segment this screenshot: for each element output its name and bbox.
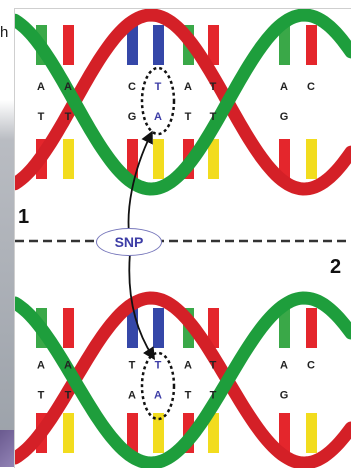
base-letter-bottom: T	[38, 390, 45, 402]
base-letter-bottom: A	[154, 111, 162, 123]
base-letter-bottom: T	[65, 390, 72, 402]
base-letter-bottom: A	[128, 390, 136, 402]
base-top-bar	[306, 308, 317, 348]
base-letter-top: A	[280, 360, 288, 372]
base-letter-bottom: T	[185, 390, 192, 402]
strand-label-1: 1	[18, 206, 30, 228]
base-top-bar	[208, 25, 219, 65]
base-top-bar	[63, 308, 74, 348]
snp-arrow-down	[128, 252, 156, 361]
strand-label-2: 2	[330, 256, 342, 278]
base-top-bar	[127, 308, 138, 348]
base-top-bar	[306, 25, 317, 65]
base-bottom-bar	[306, 139, 317, 179]
base-letter-bottom: T	[185, 111, 192, 123]
base-top-bar	[279, 308, 290, 348]
base-letter-top: A	[280, 81, 288, 93]
dna-diagram-panel: A A C T A T A C T T G A T T G A A T T A T A C T T A A T T G	[14, 8, 351, 468]
base-letter-top: C	[307, 360, 315, 372]
top-dna-helix: A A C T A T A C T T G A T T G	[15, 9, 351, 196]
page-title-fragment: h	[0, 24, 9, 41]
base-top-bar	[153, 308, 164, 348]
snp-highlight-top	[140, 66, 176, 136]
base-letter-top: A	[64, 360, 72, 372]
base-letter-top: C	[307, 81, 315, 93]
base-bottom-bar	[63, 413, 74, 453]
base-letter-top: T	[210, 360, 217, 372]
base-bottom-bar	[127, 413, 138, 453]
base-letter-bottom: A	[154, 390, 162, 402]
base-letter-bottom: T	[38, 111, 45, 123]
base-top-bar	[153, 25, 164, 65]
base-letter-top: A	[37, 81, 45, 93]
base-letter-top: C	[128, 81, 136, 93]
base-letter-top: T	[129, 360, 136, 372]
snp-label-badge: SNP	[96, 228, 162, 256]
base-bottom-bar	[153, 139, 164, 179]
base-bottom-bar	[63, 139, 74, 179]
base-bottom-bar	[279, 413, 290, 453]
base-top-bar	[279, 25, 290, 65]
base-top-bar	[127, 25, 138, 65]
base-letter-bottom: G	[280, 390, 289, 402]
base-bottom-bar	[127, 139, 138, 179]
base-letter-bottom: G	[280, 111, 289, 123]
base-top-bar	[63, 25, 74, 65]
base-letter-top: A	[184, 81, 192, 93]
dna-diagram: A A C T A T A C T T G A T T G A A T T A T A C T T A A T T G	[15, 9, 351, 468]
green-backbone-strand	[15, 291, 351, 468]
snp-highlight-bottom	[140, 351, 176, 421]
base-letter-top: A	[64, 81, 72, 93]
base-letter-top: A	[184, 360, 192, 372]
green-backbone-strand	[15, 9, 351, 196]
bottom-dna-helix: A A T T A T A C T T A A T T G	[15, 291, 351, 468]
base-letter-top: T	[155, 81, 162, 93]
base-letter-bottom: T	[210, 390, 217, 402]
base-bottom-bar	[306, 413, 317, 453]
base-bottom-bar	[153, 413, 164, 453]
base-letter-top: A	[37, 360, 45, 372]
base-top-bar	[208, 308, 219, 348]
base-bottom-bar	[279, 139, 290, 179]
base-letter-top: T	[155, 360, 162, 372]
base-bottom-bar	[208, 139, 219, 179]
base-letter-bottom: G	[128, 111, 137, 123]
base-letter-top: T	[210, 81, 217, 93]
base-bottom-bar	[208, 413, 219, 453]
base-letter-bottom: T	[210, 111, 217, 123]
base-letter-bottom: T	[65, 111, 72, 123]
